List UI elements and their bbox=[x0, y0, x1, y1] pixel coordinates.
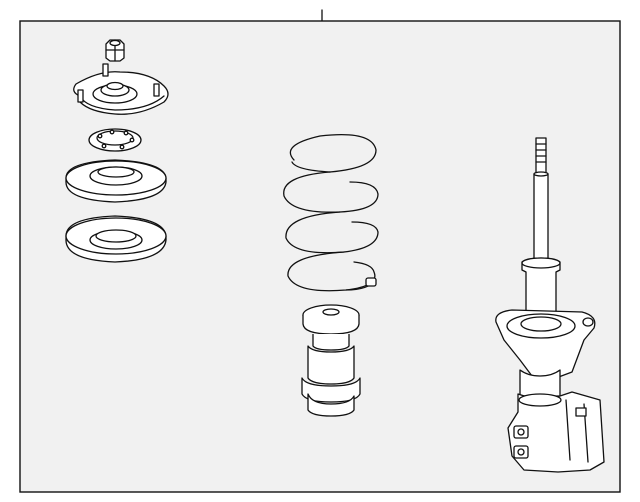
bump-stop-icon bbox=[301, 304, 361, 417]
coil-spring-icon bbox=[283, 133, 379, 292]
strut-assembly-icon bbox=[495, 137, 605, 473]
spring-insulator-icon bbox=[65, 215, 167, 263]
mount-bearing-icon bbox=[88, 128, 142, 152]
upper-spring-seat-icon bbox=[65, 159, 167, 203]
upper-mount-icon bbox=[73, 63, 169, 115]
upper-nut-icon bbox=[105, 39, 125, 62]
